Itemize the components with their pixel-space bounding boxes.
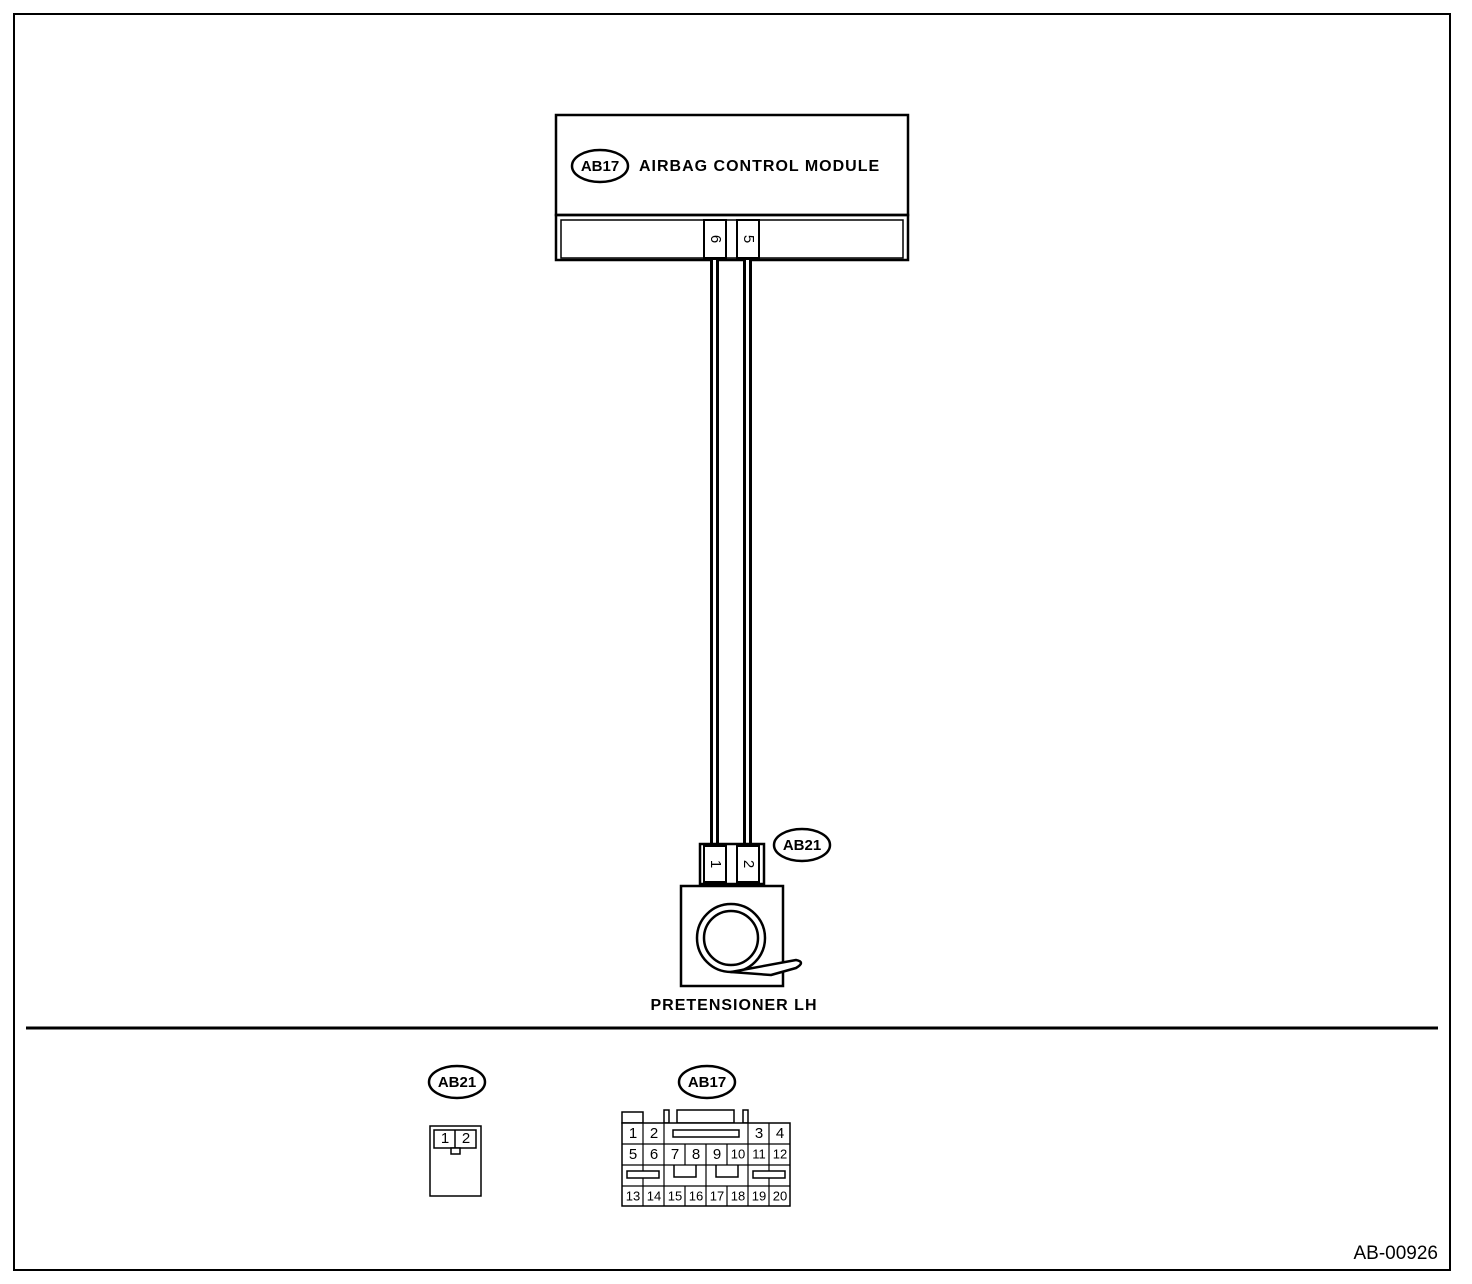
ab17-view-pin-14: 14: [647, 1188, 661, 1203]
ab17-view-pin-17: 17: [710, 1188, 724, 1203]
ab17-view-pin-18: 18: [731, 1188, 745, 1203]
pretensioner-connector-tag: AB21: [783, 837, 821, 854]
ab17-view-pin-12: 12: [773, 1146, 787, 1161]
module-pin-5-label: 5: [740, 235, 757, 243]
pretensioner-pin-2-label: 2: [740, 860, 757, 868]
ab17-view-pin-8: 8: [692, 1146, 700, 1163]
pretensioner-lh: 1 2 AB21 PRETENSIONER LH: [650, 827, 832, 1014]
pretensioner-body: [679, 884, 785, 988]
ab17-view-pin-15: 15: [668, 1188, 682, 1203]
diagram-frame: [13, 13, 1451, 1271]
ab17-view-pin-5: 5: [629, 1146, 637, 1163]
ab17-view-pin-10: 10: [731, 1146, 745, 1161]
pretensioner-pin-2-cell: [736, 845, 760, 883]
pretensioner-connector-tag-ellipse: [772, 827, 832, 863]
module-connector-tag: AB17: [581, 158, 619, 175]
ab17-view-pin-6: 6: [650, 1146, 658, 1163]
ab21-view-pin-2: 2: [462, 1130, 470, 1147]
ab17-view-tag: AB17: [688, 1074, 726, 1091]
ab17-view-pin-13: 13: [626, 1188, 640, 1203]
ab17-view-pin-2: 2: [650, 1125, 658, 1142]
ab21-view-pin-1: 1: [441, 1130, 449, 1147]
ab17-view-pin-4: 4: [776, 1125, 784, 1142]
ab17-view-pin-9: 9: [713, 1146, 721, 1163]
pretensioner-pin-1-cell: [703, 845, 727, 883]
ab21-connector-view: AB21 1 2: [427, 1064, 487, 1197]
module-pin-5-cell: [736, 219, 760, 259]
ab17-view-pin-16: 16: [689, 1188, 703, 1203]
airbag-control-module: 6 5 AB17 AIRBAG CONTROL MODULE: [554, 113, 910, 262]
ab17-view-pin-7: 7: [671, 1146, 679, 1163]
document-id: AB-00926: [1353, 1243, 1438, 1264]
seatbelt-strap-icon: [729, 958, 803, 977]
ab17-view-pin-20: 20: [773, 1188, 787, 1203]
ab17-view-pin-1: 1: [629, 1125, 637, 1142]
pretensioner-pin-1-label: 1: [707, 860, 724, 868]
module-pin-6-cell: [703, 219, 727, 259]
ab17-view-pin-3: 3: [755, 1125, 763, 1142]
ab21-view-tag: AB21: [438, 1074, 476, 1091]
module-connector-tag-ellipse: [570, 148, 630, 184]
module-pin-6-label: 6: [707, 235, 724, 243]
retractor-spool-icon: [695, 902, 767, 974]
ab17-connector-view: AB17 1 2 3 4: [621, 1064, 791, 1207]
pretensioner-name-label: PRETENSIONER LH: [650, 997, 817, 1014]
wire-harness: [710, 260, 752, 846]
ab17-view-pin-11: 11: [752, 1146, 766, 1161]
ab17-view-pin-19: 19: [752, 1188, 766, 1203]
module-name-label: AIRBAG CONTROL MODULE: [639, 158, 880, 175]
